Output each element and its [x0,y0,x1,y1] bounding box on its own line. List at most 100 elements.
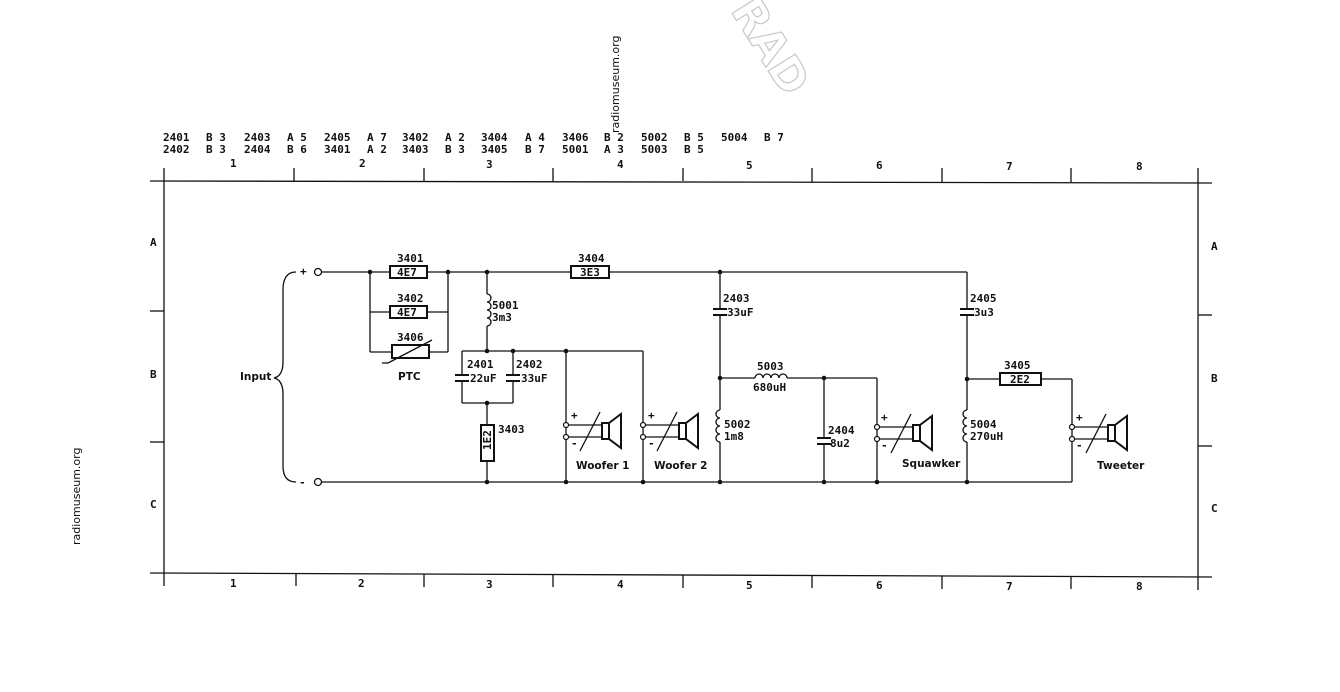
ref-cell: 2404 [244,143,271,156]
ref-pos: B 3 [206,131,226,144]
ref-cell: 5004 [721,131,748,144]
row-label: B [150,368,157,381]
row-labels-right: A B C [1211,240,1218,515]
ref-cell: 3406 [562,131,589,144]
circuit: Input + - 3401 4E7 3402 4E7 [240,252,1145,489]
ref-pos: B 7 [764,131,784,144]
ref-pos: B 7 [525,143,545,156]
ref-3403: 3403 [498,423,525,436]
speaker-woofer-2: + - Woofer 2 [639,409,707,472]
speaker-tweeter: + - Tweeter [1068,411,1145,472]
column-label: 6 [876,159,883,172]
ref-5004: 5004 [970,418,997,431]
value-3403: 1E2 [481,430,494,450]
input-plus-terminal [313,267,323,277]
resistor-3401: 3401 4E7 [389,252,428,279]
column-label: 2 [359,157,366,170]
value-5002: 1m8 [724,430,744,443]
ref-2402: 2402 [516,358,543,371]
ref-3402: 3402 [397,292,424,305]
speaker-squawker: + - Squawker [873,411,961,470]
ref-cell: 3401 [324,143,351,156]
resistor-3403: 1E2 3403 [480,423,525,462]
column-label: 8 [1136,160,1143,173]
ref-pos: B 3 [206,143,226,156]
value-5003: 680uH [753,381,786,394]
row-label: A [150,236,157,249]
speaker-woofer-1: + - Woofer 1 [562,409,629,472]
ref-pos: A 5 [287,131,307,144]
input-plus: + [300,265,307,278]
value-2401: 22uF [470,372,497,385]
ref-cell: 5003 [641,143,668,156]
inductor-5004: 5004 270uH [962,409,1003,443]
row-label: C [150,498,157,511]
value-5004: 270uH [970,430,1003,443]
ref-3405: 3405 [1004,359,1031,372]
column-label: 3 [486,578,493,591]
input-minus: - [299,476,306,489]
column-label: 3 [486,158,493,171]
plus-woofer-1: + [571,409,578,422]
row-label: A [1211,240,1218,253]
label-squawker: Squawker [902,458,961,470]
capacitor-2404: 2404 8u2 [817,424,855,450]
ref-pos: A 2 [367,143,387,156]
watermark-left: radiomuseum.org [70,448,83,545]
value-2403: 33uF [727,306,754,319]
resistor-3402: 3402 4E7 [389,292,428,319]
ref-cell: 2405 [324,131,351,144]
drawing-frame [149,168,1213,590]
inductor-5001: 5001 3m3 [486,293,519,327]
row-label: C [1211,502,1218,515]
column-label: 6 [876,579,883,592]
stamp-watermark: RAD [721,0,820,104]
plus-squawker: + [881,411,888,424]
input-label: Input [240,371,271,383]
minus-woofer-1: - [571,437,578,450]
ref-cell: 5001 [562,143,589,156]
capacitor-2402: 2402 33uF [506,358,548,385]
ref-2401: 2401 [467,358,494,371]
ref-pos: B 5 [684,143,704,156]
minus-squawker: - [881,439,888,452]
ref-pos: B 5 [684,131,704,144]
ref-2405: 2405 [970,292,997,305]
ref-cell: 5002 [641,131,668,144]
ref-3404: 3404 [578,252,605,265]
label-woofer-2: Woofer 2 [654,460,707,472]
ptc-label: PTC [398,371,421,383]
ref-pos: A 3 [604,143,624,156]
ref-cell: 2402 [163,143,190,156]
capacitor-2405: 2405 3u3 [960,292,997,319]
column-label: 7 [1006,160,1013,173]
inductor-5002: 5002 1m8 [715,409,751,443]
value-3402: 4E7 [397,306,417,319]
value-2404: 8u2 [830,437,850,450]
ref-cell: 3403 [402,143,429,156]
capacitor-2401: 2401 22uF [455,358,497,385]
input-terminals: Input + - [240,265,323,489]
label-woofer-1: Woofer 1 [576,460,629,472]
reference-table: 2401 B 3 2403 A 5 2405 A 7 3402 A 2 3404… [163,131,784,156]
value-3401: 4E7 [397,266,417,279]
plus-woofer-2: + [648,409,655,422]
ref-5001: 5001 [492,299,519,312]
value-3404: 3E3 [580,266,600,279]
column-label: 4 [617,158,624,171]
ref-2404: 2404 [828,424,855,437]
ref-5003: 5003 [757,360,784,373]
column-label: 2 [358,577,365,590]
ref-cell: 3402 [402,131,429,144]
ptc-3406: 3406 PTC [382,331,433,383]
label-tweeter: Tweeter [1097,460,1145,472]
ref-row-2: 2402 B 3 2404 B 6 3401 A 2 3403 B 3 3405… [163,143,704,156]
column-label: 1 [230,157,237,170]
column-label: 8 [1136,580,1143,593]
minus-tweeter: - [1076,439,1083,452]
watermark-top: radiomuseum.org [609,36,622,133]
ref-pos: A 2 [445,131,465,144]
column-label: 5 [746,159,753,172]
input-minus-terminal [313,477,323,487]
